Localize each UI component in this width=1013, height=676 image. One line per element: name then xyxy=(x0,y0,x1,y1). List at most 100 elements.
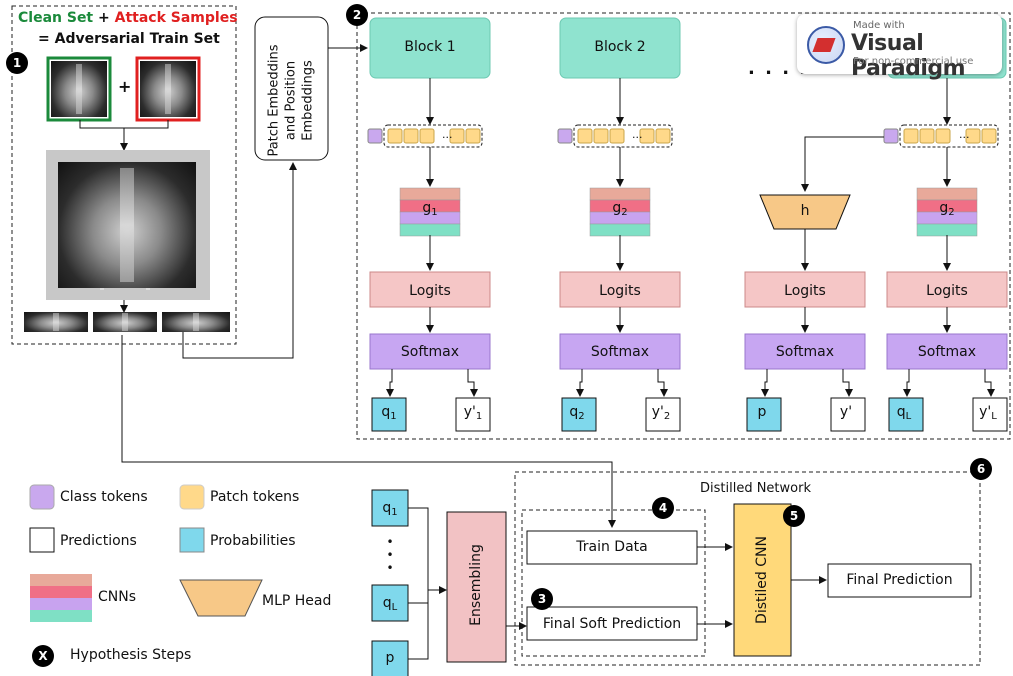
head-2-label: g2 xyxy=(612,200,628,218)
cnn-layer-3-4 xyxy=(916,223,978,237)
logits-label-3: Logits xyxy=(784,283,826,299)
patch-token-3-4 xyxy=(965,128,981,144)
prob-box-3 xyxy=(746,397,782,432)
train-data-box xyxy=(526,530,698,565)
pred-box-3 xyxy=(830,397,866,432)
patch-token-3-5 xyxy=(981,128,997,144)
patch-token-3-3 xyxy=(935,128,951,144)
block-2-label: Block 2 xyxy=(594,39,646,55)
clean-xray-image xyxy=(51,61,107,117)
softmax-label-1: Softmax xyxy=(400,344,460,360)
cnn-layer-1-1 xyxy=(399,187,461,201)
legend-predictions-label: Predictions xyxy=(60,533,137,549)
legend-hypothesis-steps-label: Hypothesis Steps xyxy=(70,647,192,663)
distiled-cnn-label: Distiled CNN xyxy=(754,536,770,624)
softmax-to-pred-arrow-2 xyxy=(657,369,668,397)
patch-strip-2 xyxy=(93,312,157,332)
image-plus-label: + xyxy=(118,77,132,96)
prob-box-4 xyxy=(888,397,924,432)
bottom-qL-box xyxy=(371,584,409,622)
patch-token-1-3 xyxy=(419,128,435,144)
legend-class-tokens-label: Class tokens xyxy=(60,489,148,505)
bottom-p-box xyxy=(371,640,409,676)
legend-probability-swatch xyxy=(179,527,205,553)
prob-box-1 xyxy=(371,397,407,432)
legend-hypothesis-badge: X xyxy=(32,645,54,667)
step-badge-1: 1 xyxy=(6,52,28,74)
final-prediction-label: Final Prediction xyxy=(846,572,953,588)
legend-cnn-swatch xyxy=(30,574,92,622)
softmax-to-prob-arrow-2 xyxy=(576,369,584,397)
patch-strip-1 xyxy=(24,312,88,332)
bottom-p-label: p xyxy=(385,650,395,666)
legend-mlp-head-label: MLP Head xyxy=(262,593,332,609)
patch-token-3-2 xyxy=(919,128,935,144)
patch-token-2-2 xyxy=(593,128,609,144)
softmax-to-pred-arrow-1 xyxy=(467,369,478,397)
patch-token-group-3 xyxy=(899,124,999,148)
class-token-3 xyxy=(883,128,899,144)
patch-embedding-label: Patch Embeddins and Position Embeddings xyxy=(266,44,316,157)
logits-label-4: Logits xyxy=(926,283,968,299)
head-4-label: g2 xyxy=(939,200,955,218)
patch-token-2-5 xyxy=(655,128,671,144)
attack-xray-image xyxy=(140,61,196,117)
merged-xray-image xyxy=(58,162,196,288)
head-1-label: g1 xyxy=(422,200,438,218)
patch-token-group-1 xyxy=(383,124,483,148)
logits-box-4 xyxy=(886,271,1008,308)
patch-token-1-5 xyxy=(465,128,481,144)
patch-token-2-1 xyxy=(577,128,593,144)
logits-softmax-boxes xyxy=(369,271,1008,370)
mlp-head-shape xyxy=(759,194,851,230)
patch-token-1-2 xyxy=(403,128,419,144)
q2-label: q2 xyxy=(569,404,585,422)
softmax-label-3: Softmax xyxy=(775,344,835,360)
y1-label: y'1 xyxy=(463,404,483,422)
softmax-box-4 xyxy=(886,333,1008,370)
softmax-box-1 xyxy=(369,333,491,370)
watermark-made-with: Made with xyxy=(853,20,905,31)
visual-paradigm-watermark: Made with Visual Paradigm For non-commer… xyxy=(797,14,1002,81)
softmax-label-4: Softmax xyxy=(917,344,977,360)
watermark-note: For non-commercial use xyxy=(853,56,974,67)
softmax-label-2: Softmax xyxy=(590,344,650,360)
bottom-vdots: • • • xyxy=(386,535,394,575)
softmax-to-pred-arrow-3 xyxy=(842,369,853,397)
qL-label: qL xyxy=(896,404,912,422)
cnn-stacks xyxy=(399,187,978,237)
block-1-label: Block 1 xyxy=(404,39,456,55)
p-label: p xyxy=(757,404,767,420)
ensembling-box xyxy=(446,511,507,663)
output-boxes xyxy=(371,369,1008,432)
step-badge-5: 5 xyxy=(783,505,805,527)
logits-label-1: Logits xyxy=(409,283,451,299)
softmax-box-3 xyxy=(744,333,866,370)
softmax-to-prob-arrow-3 xyxy=(761,369,769,397)
softmax-to-pred-arrow-4 xyxy=(984,369,995,397)
group-1-adversarial xyxy=(11,5,237,345)
cnn-layer-1-4 xyxy=(399,223,461,237)
plus-label: + xyxy=(98,10,110,26)
group-6-distilled-network xyxy=(514,471,981,666)
legend-patch-tokens-label: Patch tokens xyxy=(210,489,300,505)
cnn-layer-3-1 xyxy=(916,187,978,201)
legend-prediction-swatch xyxy=(29,527,55,553)
pred-box-4 xyxy=(972,397,1008,432)
legend-patch-token-swatch xyxy=(179,484,205,510)
clean-image-frame xyxy=(46,56,112,122)
logits-box-2 xyxy=(559,271,681,308)
legend-mlp-head-swatch xyxy=(179,579,263,617)
patch-token-group-2 xyxy=(573,124,673,148)
softmax-to-prob-arrow-4 xyxy=(903,369,911,397)
token-rows xyxy=(367,124,999,148)
bottom-q1-box xyxy=(371,489,409,527)
class-token-2 xyxy=(557,128,573,144)
group-4-inputs xyxy=(521,509,706,657)
train-data-label: Train Data xyxy=(576,539,648,555)
cnn-layer-2-1 xyxy=(589,187,651,201)
step-badge-2: 2 xyxy=(346,4,368,26)
token-ellipsis-3: ... xyxy=(959,128,970,141)
pred-box-1 xyxy=(455,397,491,432)
watermark-brand: Visual Paradigm xyxy=(851,31,966,81)
